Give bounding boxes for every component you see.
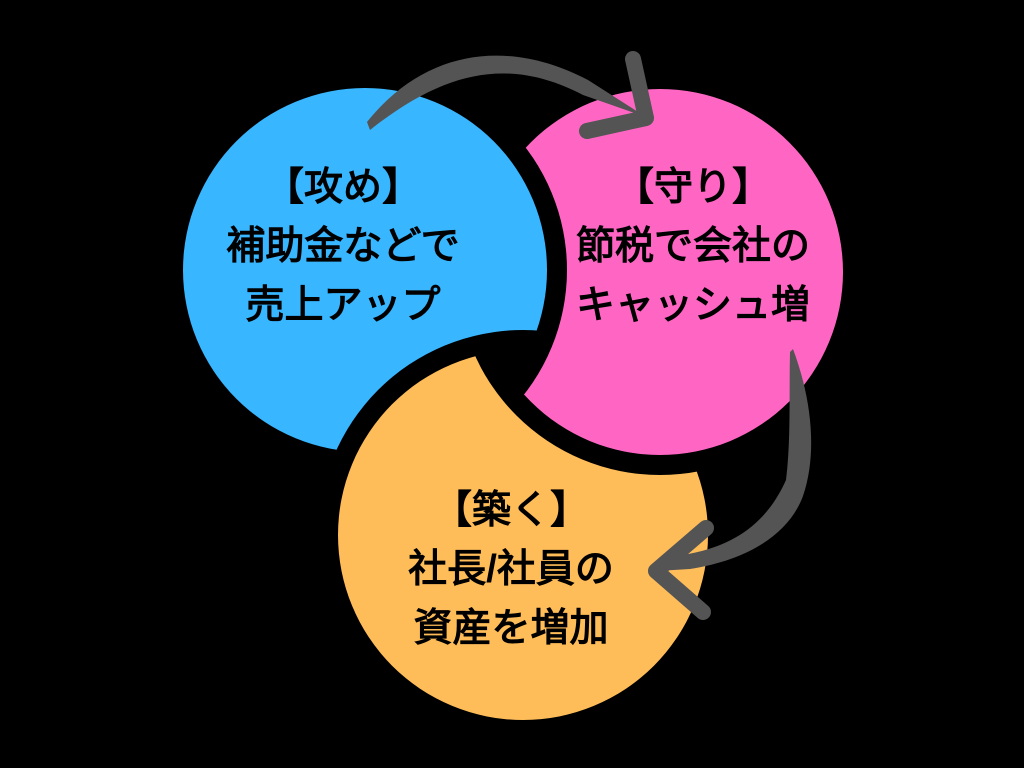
defense-label: 【守り】 節税で会社の キャッシュ増: [576, 158, 810, 335]
build-line3: 資産を増加: [413, 607, 609, 650]
build-label: 【築く】 社長/社員の 資産を増加: [408, 481, 614, 658]
build-circle: [338, 350, 708, 720]
curved-arrow-top-head: [579, 51, 654, 139]
offense-line3: 売上アップ: [245, 284, 441, 327]
offense-line2: 補助金などで: [226, 225, 460, 268]
offense-label: 【攻め】 補助金などで 売上アップ: [226, 158, 459, 335]
build-heading: 【築く】: [432, 489, 589, 532]
offense-circle: [183, 88, 547, 452]
defense-heading: 【守り】: [614, 166, 772, 209]
curved-arrow-top-shaft: [367, 55, 646, 130]
offense-heading: 【攻め】: [264, 166, 422, 209]
build-line2: 社長/社員の: [408, 548, 614, 591]
defense-line2: 節税で会社の: [575, 225, 811, 268]
curved-arrow-top-icon: [367, 51, 654, 139]
curved-arrow-right-head: [648, 520, 714, 620]
defense-line3: キャッシュ増: [575, 284, 811, 327]
curved-arrow-right-shaft: [657, 349, 812, 571]
curved-arrow-right-icon: [648, 349, 812, 620]
